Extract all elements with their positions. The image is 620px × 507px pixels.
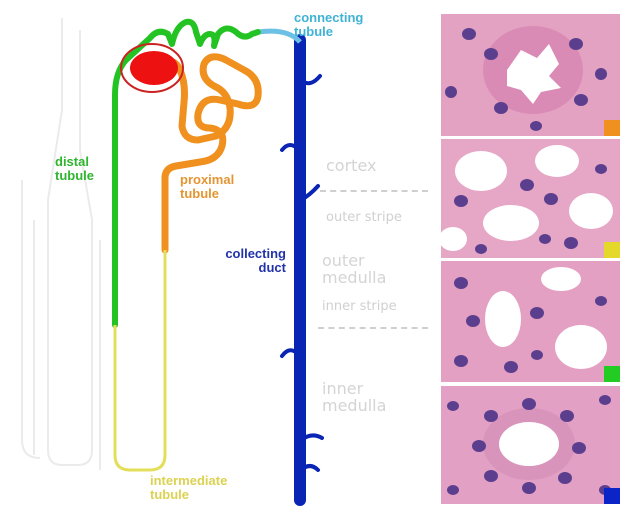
glomerulus (121, 44, 183, 92)
label-distal-tubule: distal tubule (55, 155, 94, 183)
swatch-proximal (604, 120, 620, 136)
swatch-distal (604, 366, 620, 382)
zone-inner-medulla: inner medulla (322, 380, 386, 414)
proximal-tubule-path (165, 57, 258, 250)
intermediate-micrograph (441, 139, 620, 258)
label-connecting-tubule: connecting tubule (294, 11, 363, 39)
divider-outer-inner-medulla (318, 327, 428, 329)
proximal-micrograph (441, 14, 620, 136)
zone-outer-medulla: outer medulla (322, 252, 386, 286)
histology-intermediate (441, 139, 620, 258)
label-proximal-tubule: proximal tubule (180, 173, 234, 201)
collecting-duct-path (282, 40, 322, 500)
divider-cortex-medulla (320, 190, 428, 192)
histology-distal (441, 261, 620, 382)
zone-inner-stripe: inner stripe (322, 298, 397, 315)
distal-micrograph (441, 261, 620, 382)
histology-collecting (441, 386, 620, 504)
intermediate-tubule-path (115, 250, 165, 470)
label-collecting-duct: collecting duct (202, 247, 286, 275)
collecting-micrograph (441, 386, 620, 504)
swatch-intermediate (604, 242, 620, 258)
zone-cortex: cortex (326, 157, 376, 174)
label-intermediate-tubule: intermediate tubule (150, 474, 227, 502)
background-tubules (22, 18, 100, 470)
histology-proximal (441, 14, 620, 136)
swatch-collecting (604, 488, 620, 504)
zone-outer-stripe: outer stripe (326, 209, 402, 226)
